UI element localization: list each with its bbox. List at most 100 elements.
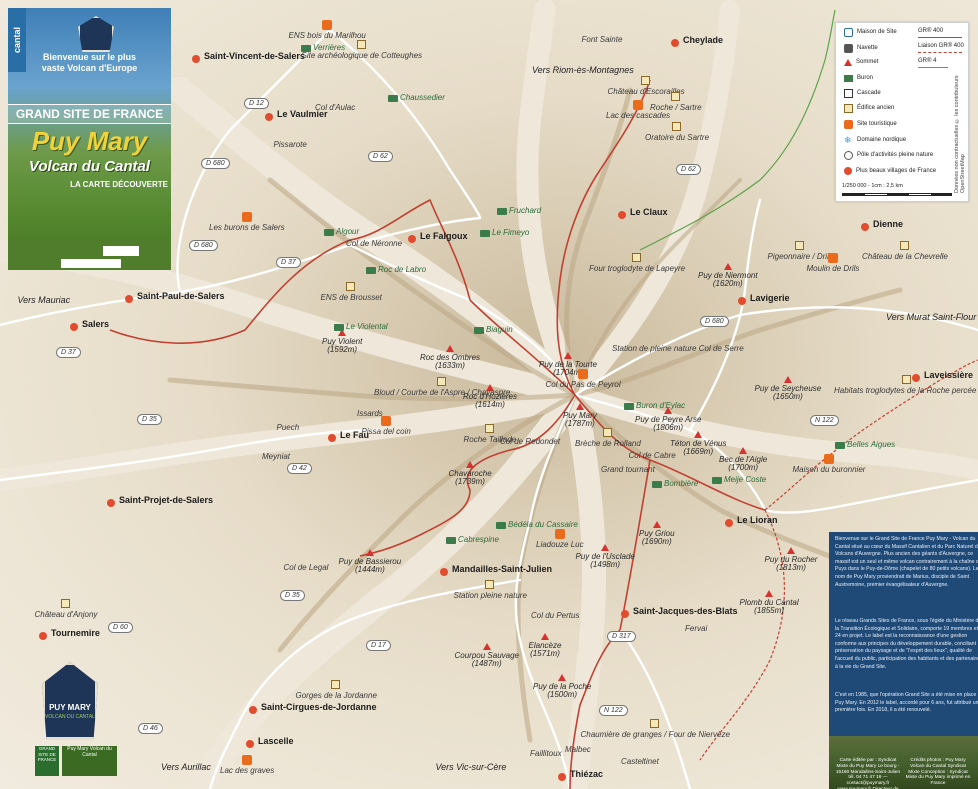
town-label[interactable]: Lavigerie [750, 293, 790, 303]
site-label[interactable]: Gorges de la Jordanne [295, 691, 377, 700]
town-label[interactable]: Saint-Jacques-des-Blats [633, 606, 738, 616]
place-label[interactable]: Col de Legal [283, 563, 329, 572]
place-label[interactable]: Station de pleine nature Col de Serre [612, 344, 744, 353]
site-label[interactable]: Roche / Sartre [650, 103, 702, 112]
town-label[interactable]: Mandailles-Saint-Julien [452, 564, 553, 574]
site-label[interactable]: Site archéologique de Cotteughes [301, 51, 423, 60]
peak-label[interactable]: Puy de Niermont (1620m) [698, 271, 758, 289]
site-label[interactable]: Oratoire du Sartre [645, 133, 710, 142]
peak-label[interactable]: Elancèze (1571m) [528, 641, 562, 659]
buron-label[interactable]: Roc de Labro [378, 265, 427, 274]
site-label[interactable]: Liadouze Luc [536, 540, 584, 549]
town-label[interactable]: Le Vaulmier [277, 109, 328, 119]
peak-label[interactable]: Roc d'Hozières (1614m) [463, 392, 517, 410]
place-label[interactable]: Pissarote [273, 140, 307, 149]
place-label[interactable]: Issards [357, 409, 383, 418]
town-label[interactable]: Le Claux [630, 207, 668, 217]
place-label[interactable]: Meyniat [262, 452, 291, 461]
town-label[interactable]: Salers [82, 319, 110, 329]
site-label[interactable]: Les burons de Salers [209, 223, 285, 232]
buron-label[interactable]: Bombière [664, 479, 699, 488]
buron-label[interactable]: Chaussedier [400, 93, 445, 102]
place-label[interactable]: Fervai [685, 624, 708, 633]
site-label[interactable]: Chaumière de granges / Four de Niervèze [580, 730, 730, 739]
buron-label[interactable]: Belles Aigues [847, 440, 896, 449]
town-label[interactable]: Saint-Projet-de-Salers [119, 495, 214, 505]
buron-label[interactable]: Le Fimeyo [492, 228, 530, 237]
site-label[interactable]: Pigeonnaire / Drils [767, 252, 833, 261]
site-label[interactable]: Maison du buronnier [792, 465, 866, 474]
site-label[interactable]: Château d'Anjony [34, 610, 98, 619]
site-label[interactable]: Roche Taillade [463, 435, 517, 444]
site-label[interactable]: Station pleine nature [453, 591, 527, 600]
peak-label[interactable]: Puy de la Tourte (1704m) [539, 360, 597, 378]
place-label[interactable]: Malbec [565, 745, 591, 754]
town-label[interactable]: Lascelle [258, 736, 294, 746]
direction-label[interactable]: Vers Vic-sur-Cère [435, 762, 507, 772]
town-label[interactable]: Le Falgoux [420, 231, 468, 241]
town-label[interactable]: Cheylade [683, 35, 724, 45]
site-label[interactable]: ENS bois du Marilhou [288, 31, 366, 40]
peak-label[interactable]: Bec de l'Aigle (1700m) [719, 455, 768, 473]
town-label[interactable]: Laveissière [924, 370, 974, 380]
peak-label[interactable]: Courpou Sauvage (1487m) [454, 651, 520, 669]
peak-label[interactable]: Téton de Vénus (1669m) [670, 439, 727, 457]
place-label[interactable]: Casteltinet [621, 757, 659, 766]
place-label[interactable]: Font Sainte [581, 35, 623, 44]
town-label[interactable]: Le Fau [340, 430, 370, 440]
buron-label[interactable]: Algour [336, 227, 360, 236]
town-label[interactable]: Tournemire [51, 628, 100, 638]
peak-label[interactable]: Plomb du Cantal (1855m) [739, 598, 799, 616]
site-label[interactable]: Château de la Chevrelle [862, 252, 948, 261]
buron-label[interactable]: Cabrespine [458, 535, 499, 544]
site-label[interactable]: Lac des cascades [606, 111, 671, 120]
peak-label[interactable]: Puy de Seycheuse (1650m) [754, 384, 822, 402]
buron-label[interactable]: Biaguin [486, 325, 513, 334]
place-label[interactable]: Col du Pertus [531, 611, 580, 620]
buron-label[interactable]: Verrières [313, 43, 346, 52]
site-label[interactable]: ENS de Brousset [320, 293, 382, 302]
peak-label[interactable]: Puy de la Poche (1500m) [533, 682, 592, 700]
peak-label[interactable]: Puy du Rocher (1813m) [764, 555, 818, 573]
site-label[interactable]: Pissa del coin [361, 427, 411, 436]
direction-label[interactable]: Vers Murat Saint-Flour [886, 312, 977, 322]
peak-label[interactable]: Puy Griou (1690m) [639, 529, 675, 547]
buron-label[interactable]: Meije Coste [724, 475, 767, 484]
place-label[interactable]: Faillitoux [530, 749, 562, 758]
town-label[interactable]: Saint-Cirgues-de-Jordanne [261, 702, 377, 712]
site-label[interactable]: Col du Pas de Peyrol [545, 380, 621, 389]
buron-label[interactable]: Fruchard [509, 206, 542, 215]
site-label[interactable]: Bloud / Courbe de l'Aspre / Chavaspre [374, 388, 511, 397]
town-label[interactable]: Saint-Vincent-de-Salers [204, 51, 305, 61]
buron-label[interactable]: Bédéla du Cassaire [508, 520, 578, 529]
site-label[interactable]: Brèche de Rolland [575, 439, 641, 448]
peak-label[interactable]: Roc des Ombres (1633m) [420, 353, 481, 371]
place-label[interactable]: Col de Cabre [628, 451, 676, 460]
site-label[interactable]: Lac des graves [220, 766, 275, 775]
peak-label[interactable]: Puy de Bassierou (1444m) [338, 557, 402, 575]
place-label[interactable]: Col d'Aulac [315, 103, 356, 112]
place-label[interactable]: Grand tournant [601, 465, 655, 474]
place-label[interactable]: Col de Néronne [346, 239, 403, 248]
place-label[interactable]: Puech [276, 423, 300, 432]
direction-label[interactable]: Vers Riom-ès-Montagnes [532, 65, 634, 75]
town-label[interactable]: Dienne [873, 219, 904, 229]
peak-label[interactable]: Chavaroche (1739m) [448, 469, 492, 487]
site-label[interactable]: Moulin de Drils [806, 264, 860, 273]
peak-label[interactable]: Puy Mary (1787m) [563, 411, 597, 429]
site-label[interactable]: Four troglodyte de Lapeyre [589, 264, 686, 273]
peak-label[interactable]: Puy Violent (1592m) [322, 337, 363, 355]
town-label[interactable]: Thiézac [570, 769, 604, 779]
peak-label[interactable]: Puy de l'Usclade (1498m) [575, 552, 635, 570]
site-label[interactable]: Château d'Escorailles [607, 87, 685, 96]
town-label[interactable]: Saint-Paul-de-Salers [137, 291, 225, 301]
direction-label[interactable]: Vers Aurillac [161, 762, 211, 772]
place-label[interactable]: Col de Redondet [500, 437, 561, 446]
town-label[interactable]: Le Lioran [737, 515, 778, 525]
buron-label[interactable]: Buron d'Eylac [636, 401, 686, 410]
peak-label[interactable]: Puy de Peyre Arse (1806m) [635, 415, 702, 433]
buron-label[interactable]: Le Violental [346, 322, 388, 331]
site-label[interactable]: Habitats troglodytes de la Roche percée [834, 386, 977, 395]
direction-label[interactable]: Vers Mauriac [17, 295, 71, 305]
